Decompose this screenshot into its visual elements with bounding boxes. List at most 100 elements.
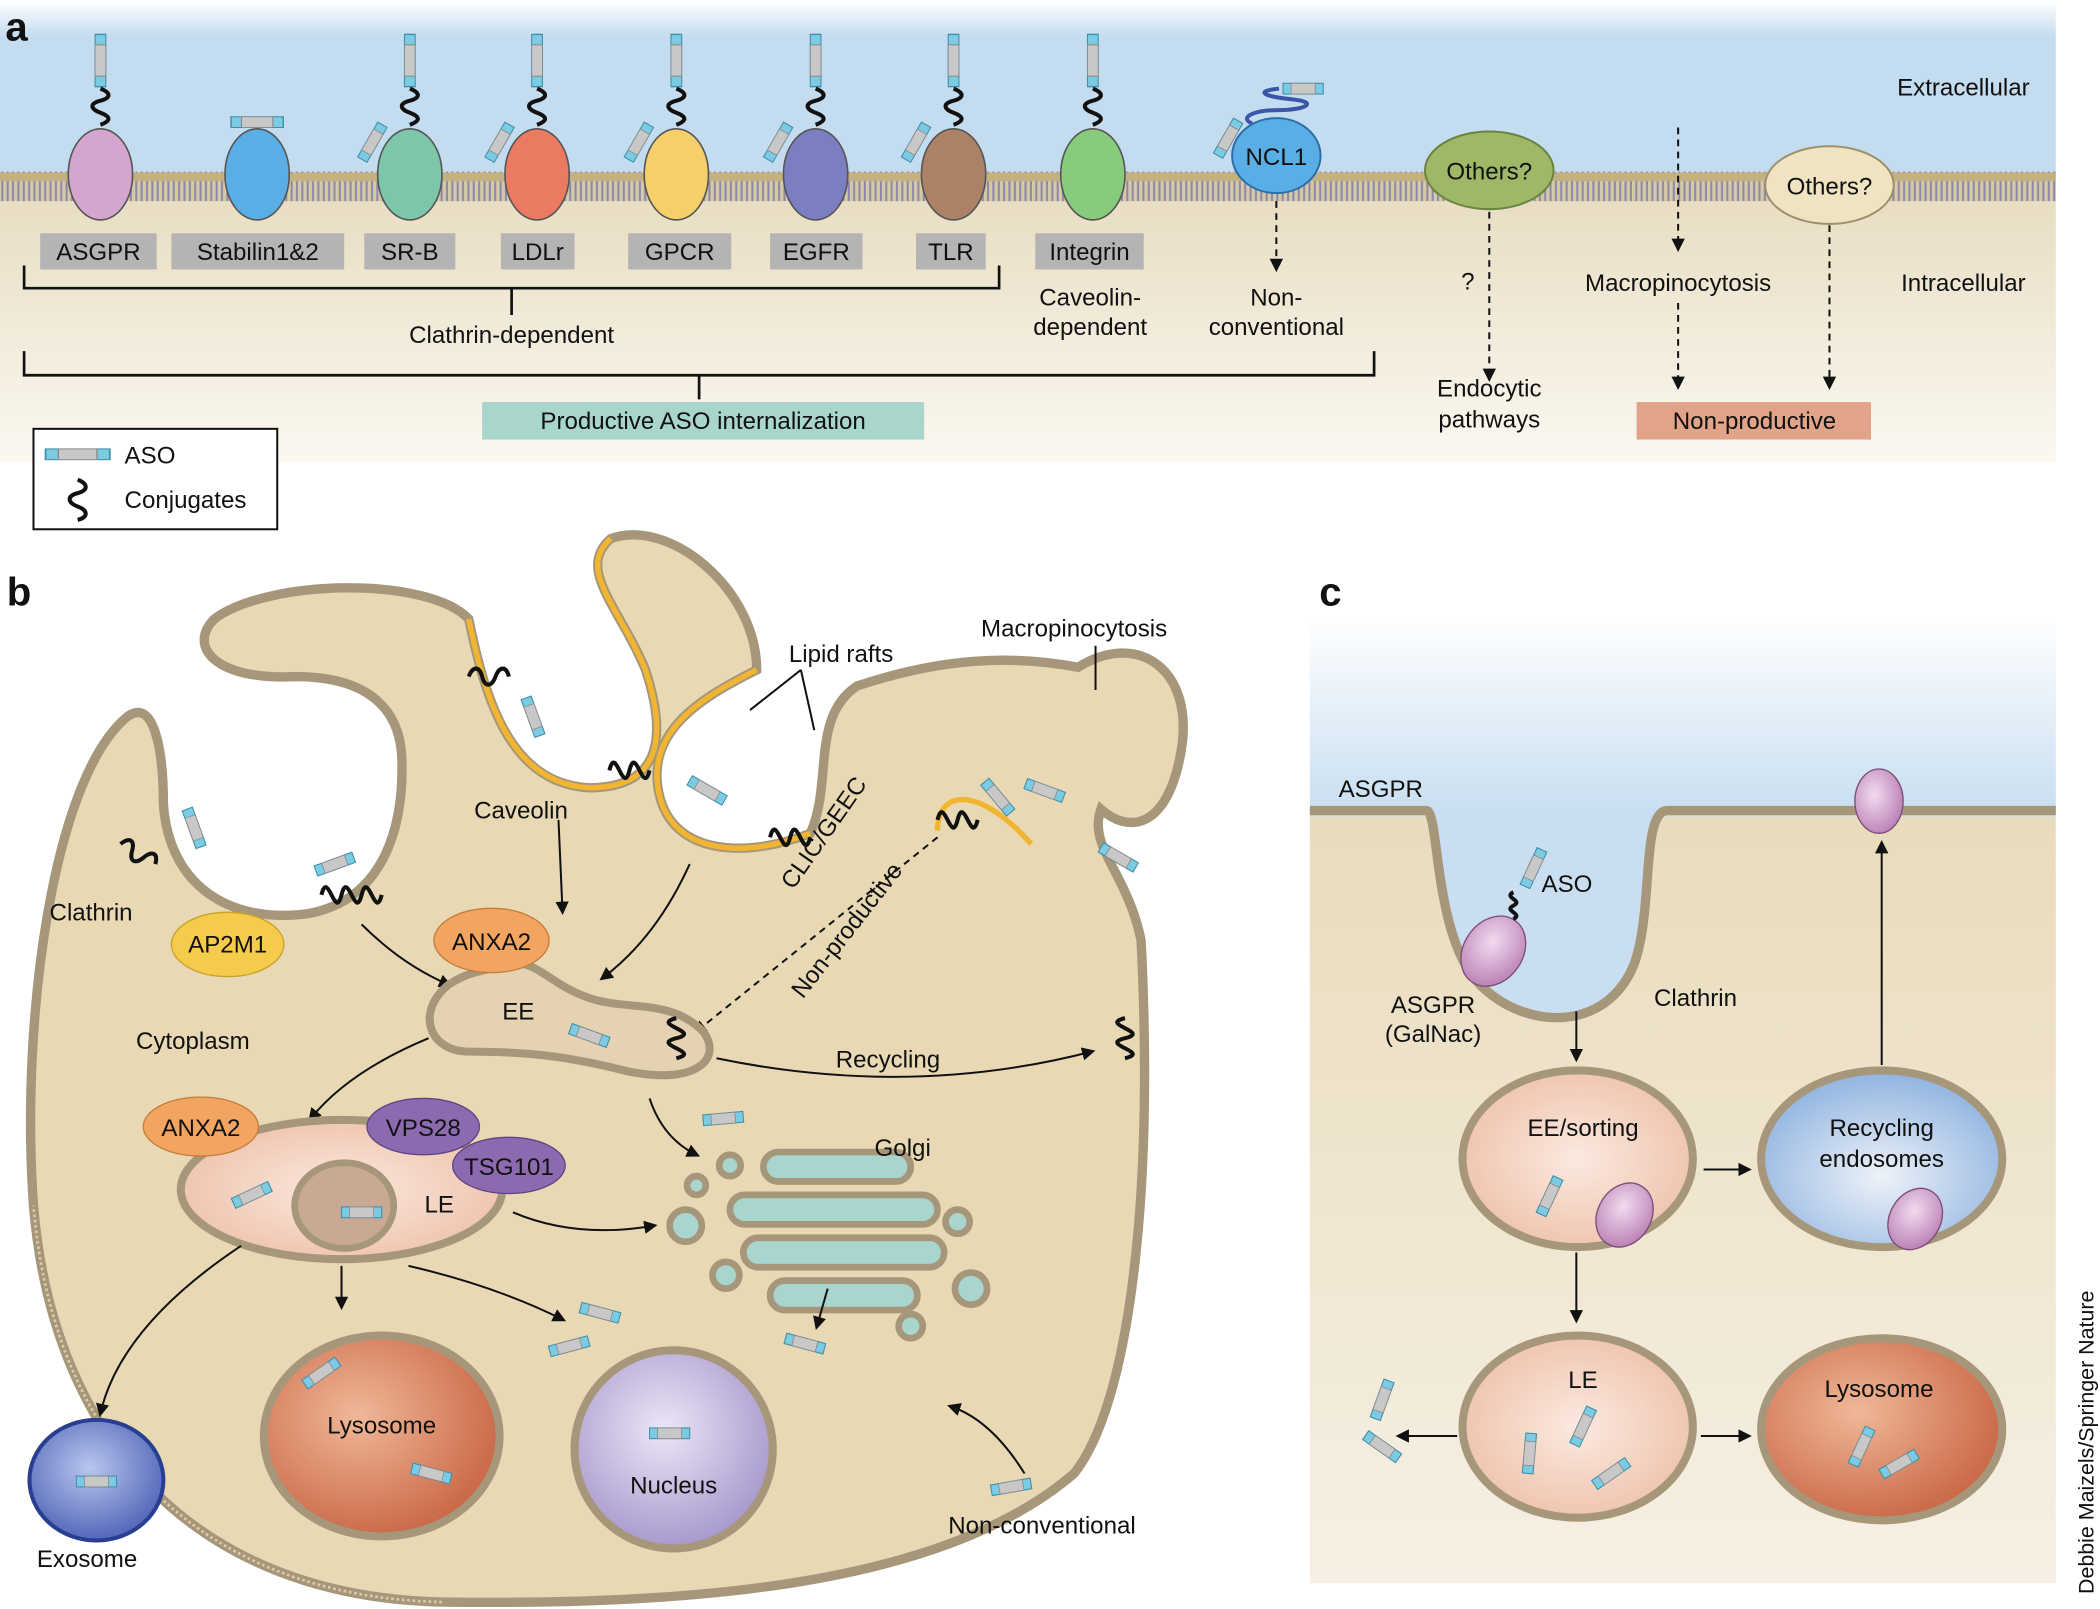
receptor-body <box>224 128 291 221</box>
galnac-conjugate <box>1508 890 1519 921</box>
caveolin-label: Caveolin <box>474 798 568 825</box>
receptor-body <box>67 128 134 221</box>
ncl1-conjugate <box>1244 86 1309 126</box>
lysosome-label-c: Lysosome <box>1825 1376 1934 1403</box>
receptor-gpcr: GPCR <box>623 33 732 270</box>
asgpr-galnac-label-1: ASGPR <box>1391 992 1475 1019</box>
anxa2-protein-2 <box>142 1096 260 1157</box>
conjugate-icon <box>666 86 687 127</box>
non-conventional-arrow-b <box>947 1403 1026 1475</box>
lysosome-b <box>259 1331 504 1541</box>
clic-to-ee-arrow <box>599 863 691 981</box>
recycling-arrow <box>716 1047 1096 1078</box>
receptor-label-box <box>171 233 345 270</box>
lipid-raft-caveolin <box>466 536 660 791</box>
credit-line: Debbie Maizels/Springer Nature <box>2074 1291 2098 1594</box>
anxa2-label-1: ANXA2 <box>452 929 531 956</box>
productive-label: Productive ASO internalization <box>540 408 865 435</box>
intracellular-label: Intracellular <box>1901 270 2026 297</box>
receptor-body <box>643 128 710 221</box>
golgi-arrow <box>813 1288 829 1331</box>
receptor-body <box>920 128 987 221</box>
receptor-label: GPCR <box>645 239 715 266</box>
ncl1-receptor: NCL1 <box>1212 82 1324 195</box>
clathrin-label-c: Clathrin <box>1654 985 1737 1012</box>
le-to-exosome-arrow <box>96 1244 242 1418</box>
others-receptor-2: Others? <box>1764 145 1895 225</box>
ee-to-golgi-arrow <box>648 1098 701 1157</box>
endocytic-label-1: Endocytic <box>1437 376 1541 403</box>
receptor-ldlr: LDLr <box>484 33 575 270</box>
panel-b: b Lipid rafts Macropinocytosis Caveolin … <box>7 530 1188 1608</box>
clathrin-dependent-label: Clathrin-dependent <box>409 322 614 349</box>
aso-icon <box>649 1427 691 1440</box>
receptor-coil <box>768 827 813 847</box>
clathrin-label-b: Clathrin <box>50 899 133 926</box>
endocytic-label-2: pathways <box>1438 406 1540 433</box>
conjugate-icon <box>90 86 111 127</box>
question-label: ? <box>1461 269 1474 296</box>
conjugate-icon <box>805 86 826 127</box>
receptor-label-box <box>40 233 157 270</box>
recycling-label-c-1: Recycling <box>1829 1115 1933 1142</box>
panel-label-c: c <box>1319 570 1341 615</box>
asgpr-label-c: ASGPR <box>1339 776 1423 803</box>
aso-label-c: ASO <box>1542 871 1593 898</box>
non-productive-label: Non-productive <box>1673 408 1836 435</box>
receptor-integrin: Integrin <box>1035 33 1144 270</box>
ee-sorting-label: EE/sorting <box>1527 1115 1638 1142</box>
aso-icon <box>340 1206 383 1219</box>
lipid-rafts-label: Lipid rafts <box>789 641 893 668</box>
aso-icon <box>1086 33 1099 88</box>
vps28-label: VPS28 <box>386 1115 461 1142</box>
ncl1-label: NCL1 <box>1246 144 1308 171</box>
macropinocytosis-label-b: Macropinocytosis <box>981 615 1167 642</box>
asgpr-in-recycling <box>1887 1187 1944 1251</box>
aso-icon <box>670 33 683 88</box>
receptor-label-box <box>770 233 863 270</box>
anxa2-protein-1 <box>433 907 550 974</box>
legend: ASO Conjugates <box>32 427 279 531</box>
others-label-2: Others? <box>1787 173 1873 200</box>
receptor-label-box <box>916 233 986 270</box>
plasma-membrane <box>0 171 2056 202</box>
le-to-golgi-arrow <box>512 1211 658 1234</box>
tsg101-protein <box>452 1136 566 1195</box>
non-productive-box <box>1636 402 1871 440</box>
aso-icon <box>313 851 357 877</box>
non-conventional-label-2: conventional <box>1209 314 1344 341</box>
receptor-coil <box>319 885 384 905</box>
conjugate-icon <box>399 86 420 127</box>
receptor-label-box <box>500 233 575 270</box>
nucleus-label: Nucleus <box>630 1473 717 1500</box>
lipid-rafts-pointer <box>749 669 816 731</box>
recycling-label-c-2: endosomes <box>1819 1146 1944 1173</box>
receptor-label: ASGPR <box>56 239 140 266</box>
aso-icon <box>809 33 822 88</box>
ee-to-le-arrow <box>308 1037 429 1122</box>
aso-icon <box>181 806 207 850</box>
receptor-stabilin1-2: Stabilin1&2 <box>171 116 345 270</box>
le-label-c: LE <box>1568 1367 1597 1394</box>
lipid-raft-clic <box>654 667 812 851</box>
receptor-sr-b: SR-B <box>357 33 456 270</box>
legend-conjugates-label: Conjugates <box>125 487 247 514</box>
receptor-body <box>376 128 443 221</box>
ee-label: EE <box>502 998 534 1025</box>
non-productive-arrow-b <box>693 836 939 1035</box>
receptor-label: LDLr <box>512 239 564 266</box>
clathrin-to-ee-arrow <box>360 923 453 988</box>
asgpr-galnac-label-2: (GalNac) <box>1385 1021 1481 1048</box>
cytoplasm-label: Cytoplasm <box>136 1028 250 1055</box>
intraluminal-vesicle <box>291 1159 398 1252</box>
aso-icon <box>94 33 107 88</box>
others-label-1: Others? <box>1446 159 1532 186</box>
receptor-label: Stabilin1&2 <box>197 239 319 266</box>
lysosome-c <box>1757 1334 2007 1525</box>
ap2m1-label: AP2M1 <box>188 931 267 958</box>
legend-aso-icon <box>44 448 111 461</box>
lysosome-label-b: Lysosome <box>327 1412 436 1439</box>
